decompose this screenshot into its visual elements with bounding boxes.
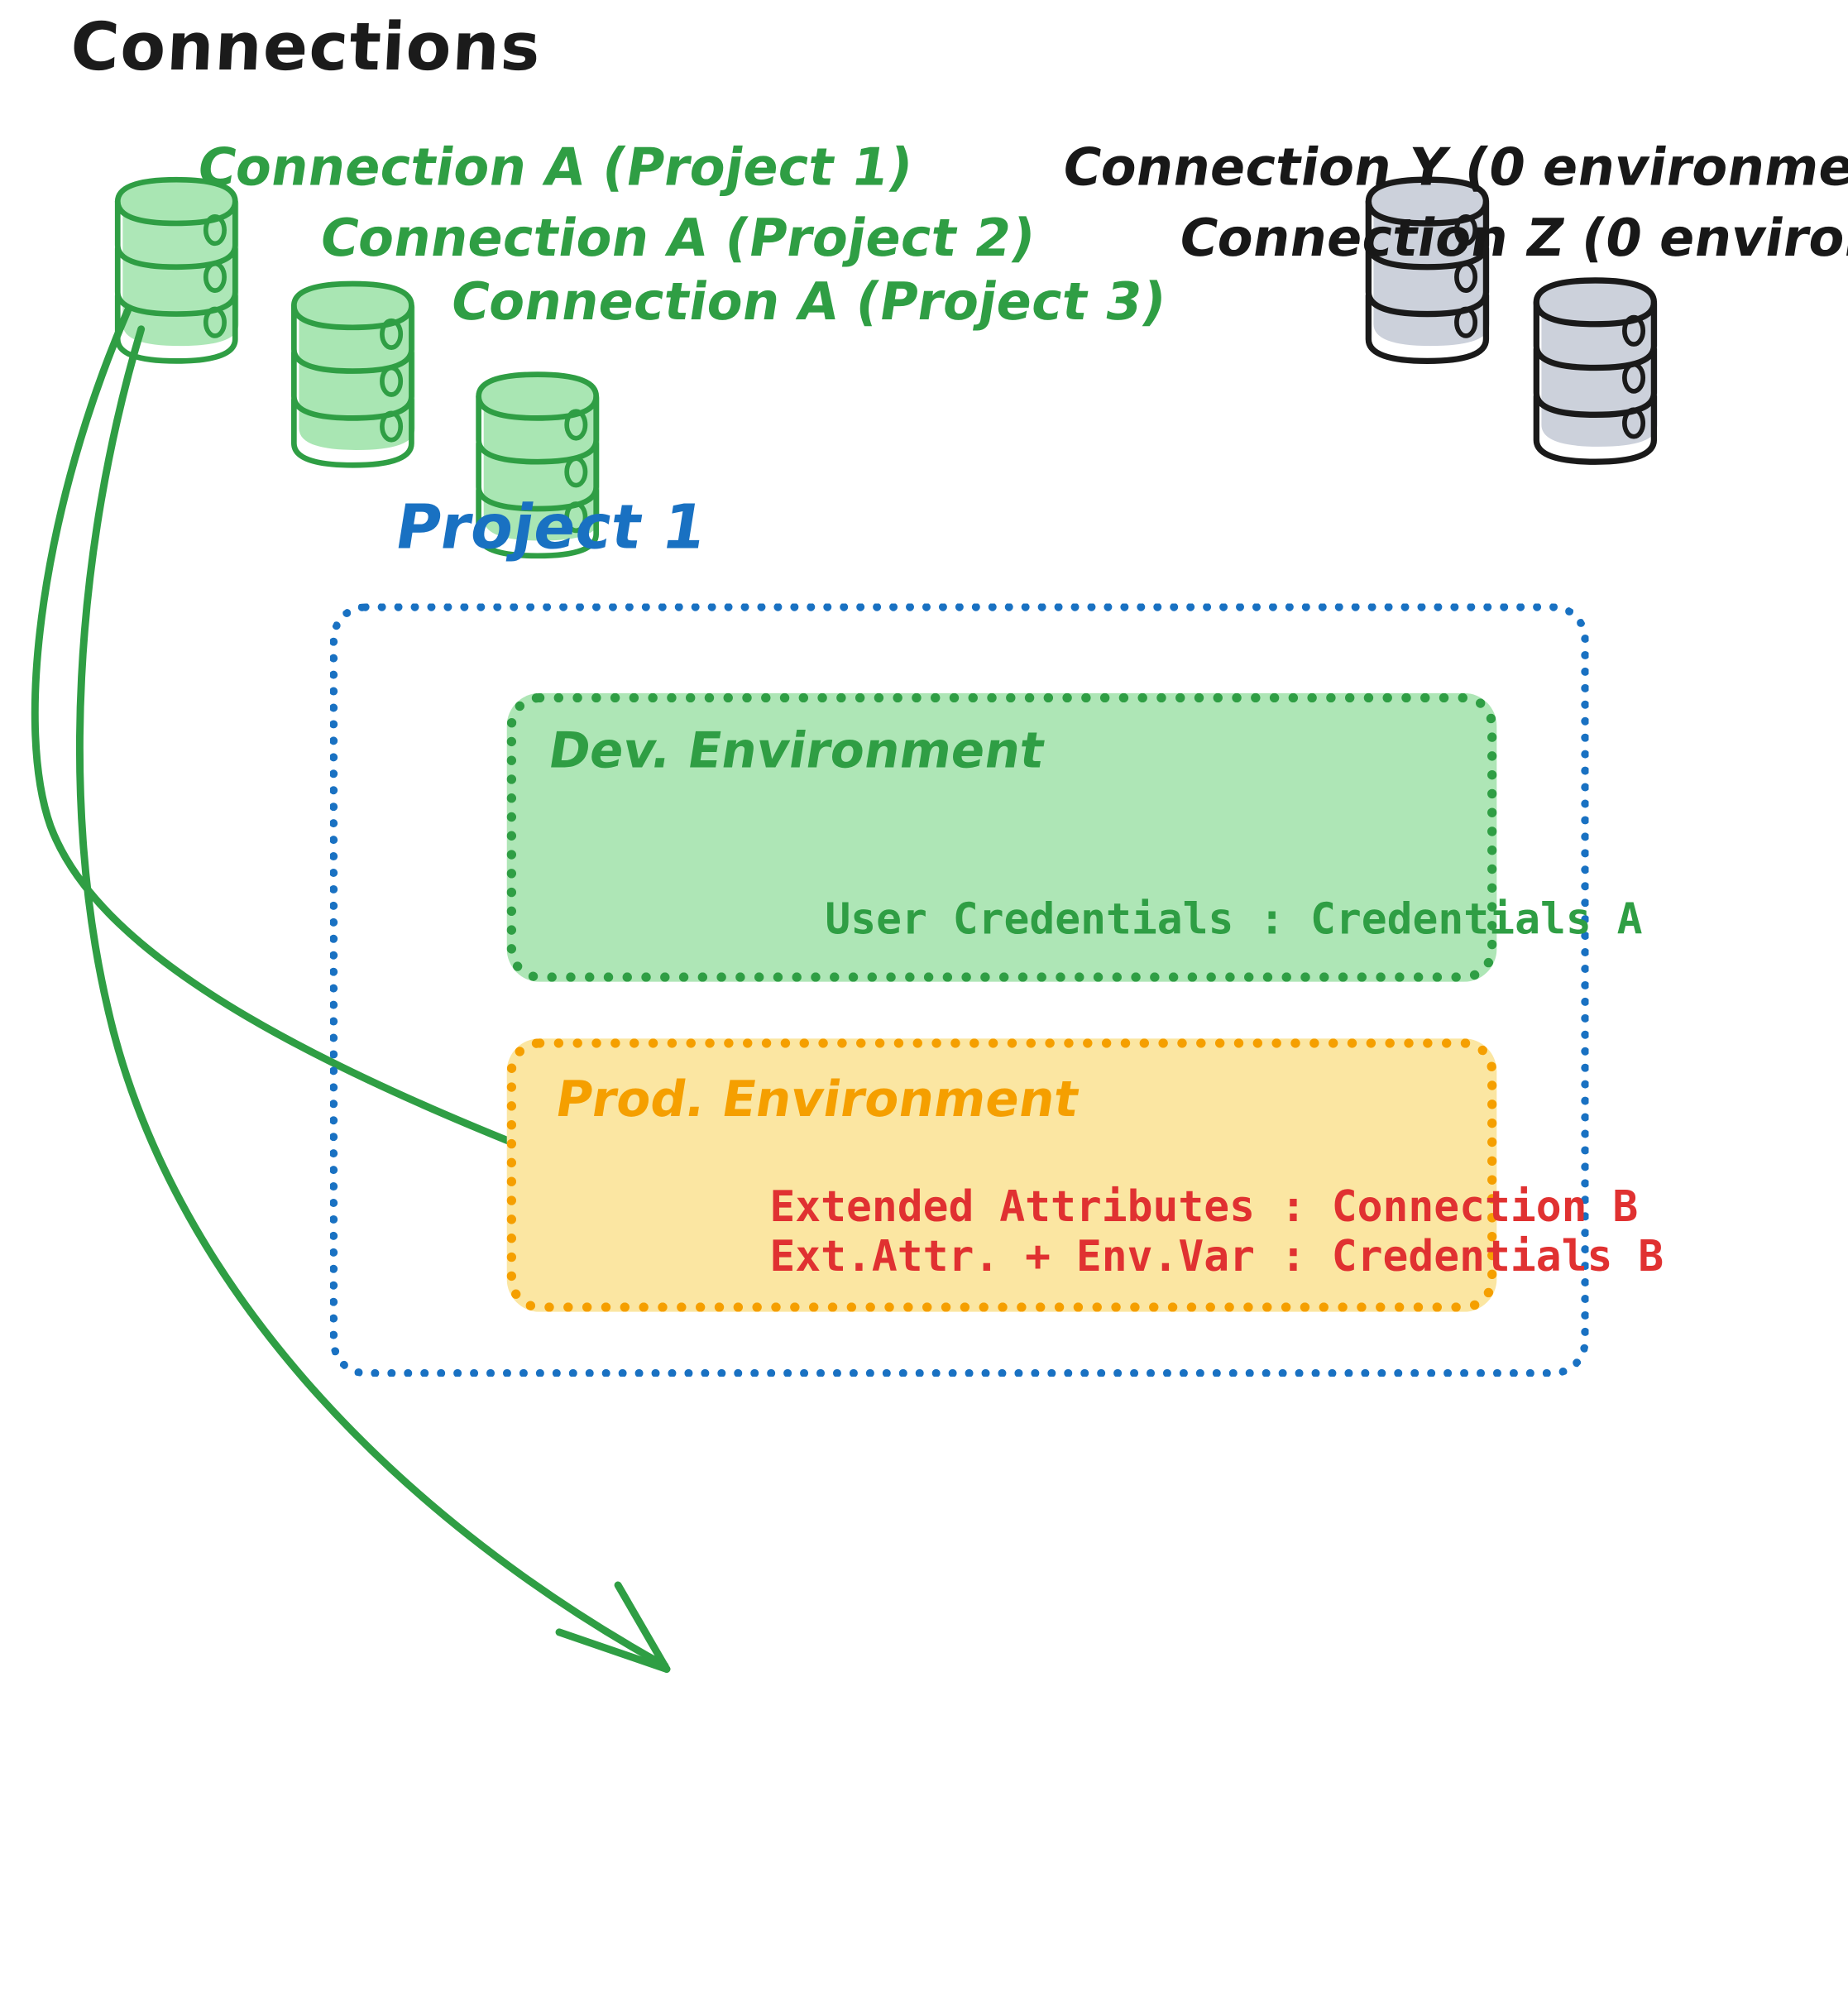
dev-environment-row-0: User Credentials : Credentials A: [825, 895, 1643, 945]
connection-label-a-project-1: Connection A (Project 1): [193, 137, 917, 199]
connection-label-z: Connection Z (0 environment): [1175, 208, 1848, 269]
prod-environment-title: Prod. Environment: [551, 1070, 1084, 1128]
project-1-container: [329, 603, 1589, 1377]
dev-environment-title: Dev. Environment: [544, 721, 1049, 779]
prod-environment-row-0: Extended Attributes : Connection B: [769, 1183, 1639, 1232]
dev-environment-box: [506, 692, 1497, 982]
page-title: Connections: [69, 9, 543, 87]
connection-label-y: Connection Y (0 environment): [1058, 137, 1848, 199]
connection-label-a-project-3: Connection A (Project 3): [446, 272, 1171, 333]
diagram-canvas: Connections Connection A (Project 1) Con…: [31, 9, 1848, 1673]
prod-environment-row-1: Ext.Attr. + Env.Var : Credentials B: [769, 1233, 1664, 1282]
project-title: Project 1: [390, 492, 711, 564]
diagram-scale-wrapper: Connections Connection A (Project 1) Con…: [31, 9, 1848, 1673]
prod-environment-box: [506, 1038, 1497, 1312]
connection-label-a-project-2: Connection A (Project 2): [315, 208, 1040, 269]
